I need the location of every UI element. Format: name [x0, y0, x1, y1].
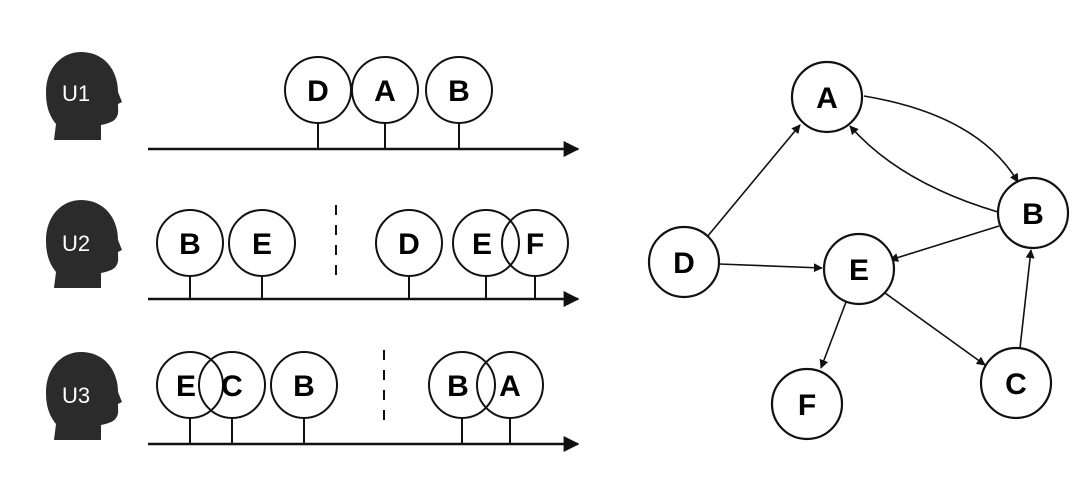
svg-text:B: B — [1022, 198, 1044, 231]
edge-e-f — [819, 301, 847, 369]
svg-text:A: A — [374, 75, 396, 108]
svg-text:A: A — [816, 82, 838, 115]
svg-text:E: E — [176, 370, 196, 403]
svg-text:E: E — [252, 228, 272, 261]
event-marker: E — [452, 209, 520, 299]
svg-text:B: B — [448, 75, 470, 108]
event-marker: D — [284, 56, 352, 149]
edge-b-e — [889, 225, 1000, 262]
edge-d-e — [718, 263, 823, 273]
edge-c-b — [1019, 249, 1035, 349]
event-marker: B — [270, 351, 338, 444]
graph-node-b: B — [996, 176, 1070, 250]
edge-b-a — [849, 125, 999, 213]
svg-text:A: A — [499, 370, 521, 403]
svg-text:F: F — [526, 228, 544, 261]
user-head-icon: U3 — [46, 352, 122, 440]
user-label: U2 — [62, 231, 90, 256]
edge-a-b — [863, 95, 1019, 183]
svg-text:D: D — [307, 75, 329, 108]
event-marker: A — [351, 56, 419, 149]
user-head-icon: U2 — [46, 200, 122, 288]
event-marker: C — [198, 351, 266, 444]
graph-node-c: C — [979, 346, 1053, 420]
graph-node-a: A — [790, 60, 864, 134]
event-marker: E — [156, 351, 224, 444]
user-label: U3 — [62, 383, 90, 408]
svg-text:F: F — [798, 389, 816, 422]
event-marker: B — [425, 56, 493, 149]
svg-text:B: B — [293, 370, 315, 403]
svg-text:C: C — [1005, 368, 1027, 401]
event-marker: D — [375, 209, 443, 299]
user-row-u2: U2 B E D E F — [46, 200, 580, 307]
edge-d-a — [706, 124, 801, 238]
event-marker: B — [428, 351, 496, 444]
event-marker: F — [501, 209, 569, 299]
event-marker: A — [476, 351, 544, 444]
event-marker: E — [228, 209, 296, 299]
graph-node-d: D — [647, 225, 721, 299]
svg-text:C: C — [221, 370, 243, 403]
user-label: U1 — [62, 81, 90, 106]
edge-e-c — [884, 292, 986, 366]
svg-text:D: D — [398, 228, 420, 261]
user-row-u1: U1 D A B — [46, 52, 580, 157]
svg-text:E: E — [849, 254, 869, 287]
svg-text:D: D — [673, 247, 695, 280]
graph-nodes: A B C D E F — [647, 60, 1070, 441]
svg-text:B: B — [447, 370, 469, 403]
graph-edges — [706, 95, 1035, 369]
graph-node-e: E — [822, 232, 896, 306]
event-marker: B — [156, 209, 224, 299]
svg-text:B: B — [179, 228, 201, 261]
graph-node-f: F — [770, 367, 844, 441]
user-row-u3: U3 E C B B A — [46, 350, 580, 452]
svg-text:E: E — [472, 228, 492, 261]
user-head-icon: U1 — [46, 52, 122, 140]
